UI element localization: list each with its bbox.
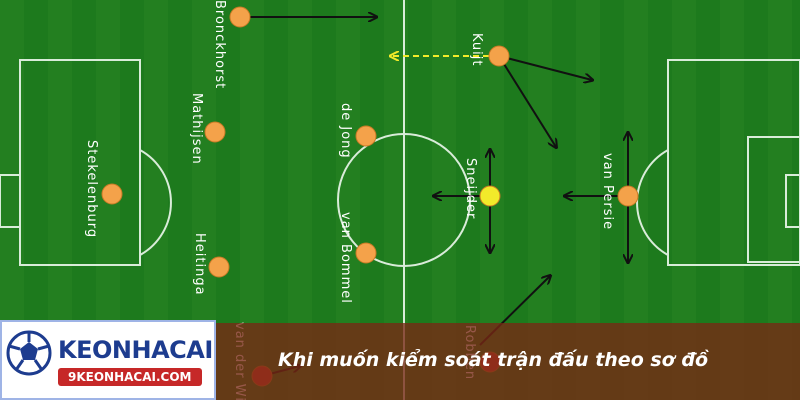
right-penalty-box <box>667 59 800 266</box>
player-dot-van-bommel <box>355 242 377 264</box>
player-dot-mathijsen <box>204 121 226 143</box>
player-label-heitinga: Heitinga <box>192 233 207 296</box>
player-dot-heitinga <box>208 256 230 278</box>
player-dot-van-persie <box>617 185 639 207</box>
left-penalty-box <box>19 59 141 266</box>
player-label-van-persie: van Persie <box>600 153 615 230</box>
right-goal-area <box>747 136 800 263</box>
player-label-kuijt: Kuijt <box>469 33 484 66</box>
player-label-mathijsen: Mathijsen <box>189 93 204 165</box>
player-dot-de-jong <box>355 125 377 147</box>
logo-domain-badge: 9KEONHACAI.COM <box>58 368 202 386</box>
player-label-sneijder: Sneijder <box>463 158 478 219</box>
soccer-ball-icon <box>6 330 52 376</box>
caption-text: Khi muốn kiểm soát trận đấu theo sơ đồ <box>278 349 708 371</box>
left-penalty-arc <box>139 149 172 256</box>
left-goal-box <box>0 174 21 228</box>
right-goal-box <box>785 174 800 228</box>
player-label-bronckhorst: Bronckhorst <box>212 0 227 89</box>
player-dot-kuijt <box>488 45 510 67</box>
player-dot-bronckhorst <box>229 6 251 28</box>
player-dot-sneijder <box>479 185 501 207</box>
center-circle <box>337 133 471 267</box>
right-penalty-arc <box>636 149 669 256</box>
logo-wordmark: KEONHACAI <box>58 336 213 364</box>
arrow-kuijt-down <box>498 55 556 147</box>
player-dot-stekelenburg <box>101 183 123 205</box>
player-label-van-bommel: van Bommel <box>338 212 353 304</box>
player-label-de-jong: de Jong <box>338 103 353 159</box>
arrow-kuijt-right <box>498 55 592 80</box>
brand-logo: KEONHACAI 9KEONHACAI.COM <box>0 320 216 400</box>
player-label-stekelenburg: Stekelenburg <box>84 140 99 238</box>
